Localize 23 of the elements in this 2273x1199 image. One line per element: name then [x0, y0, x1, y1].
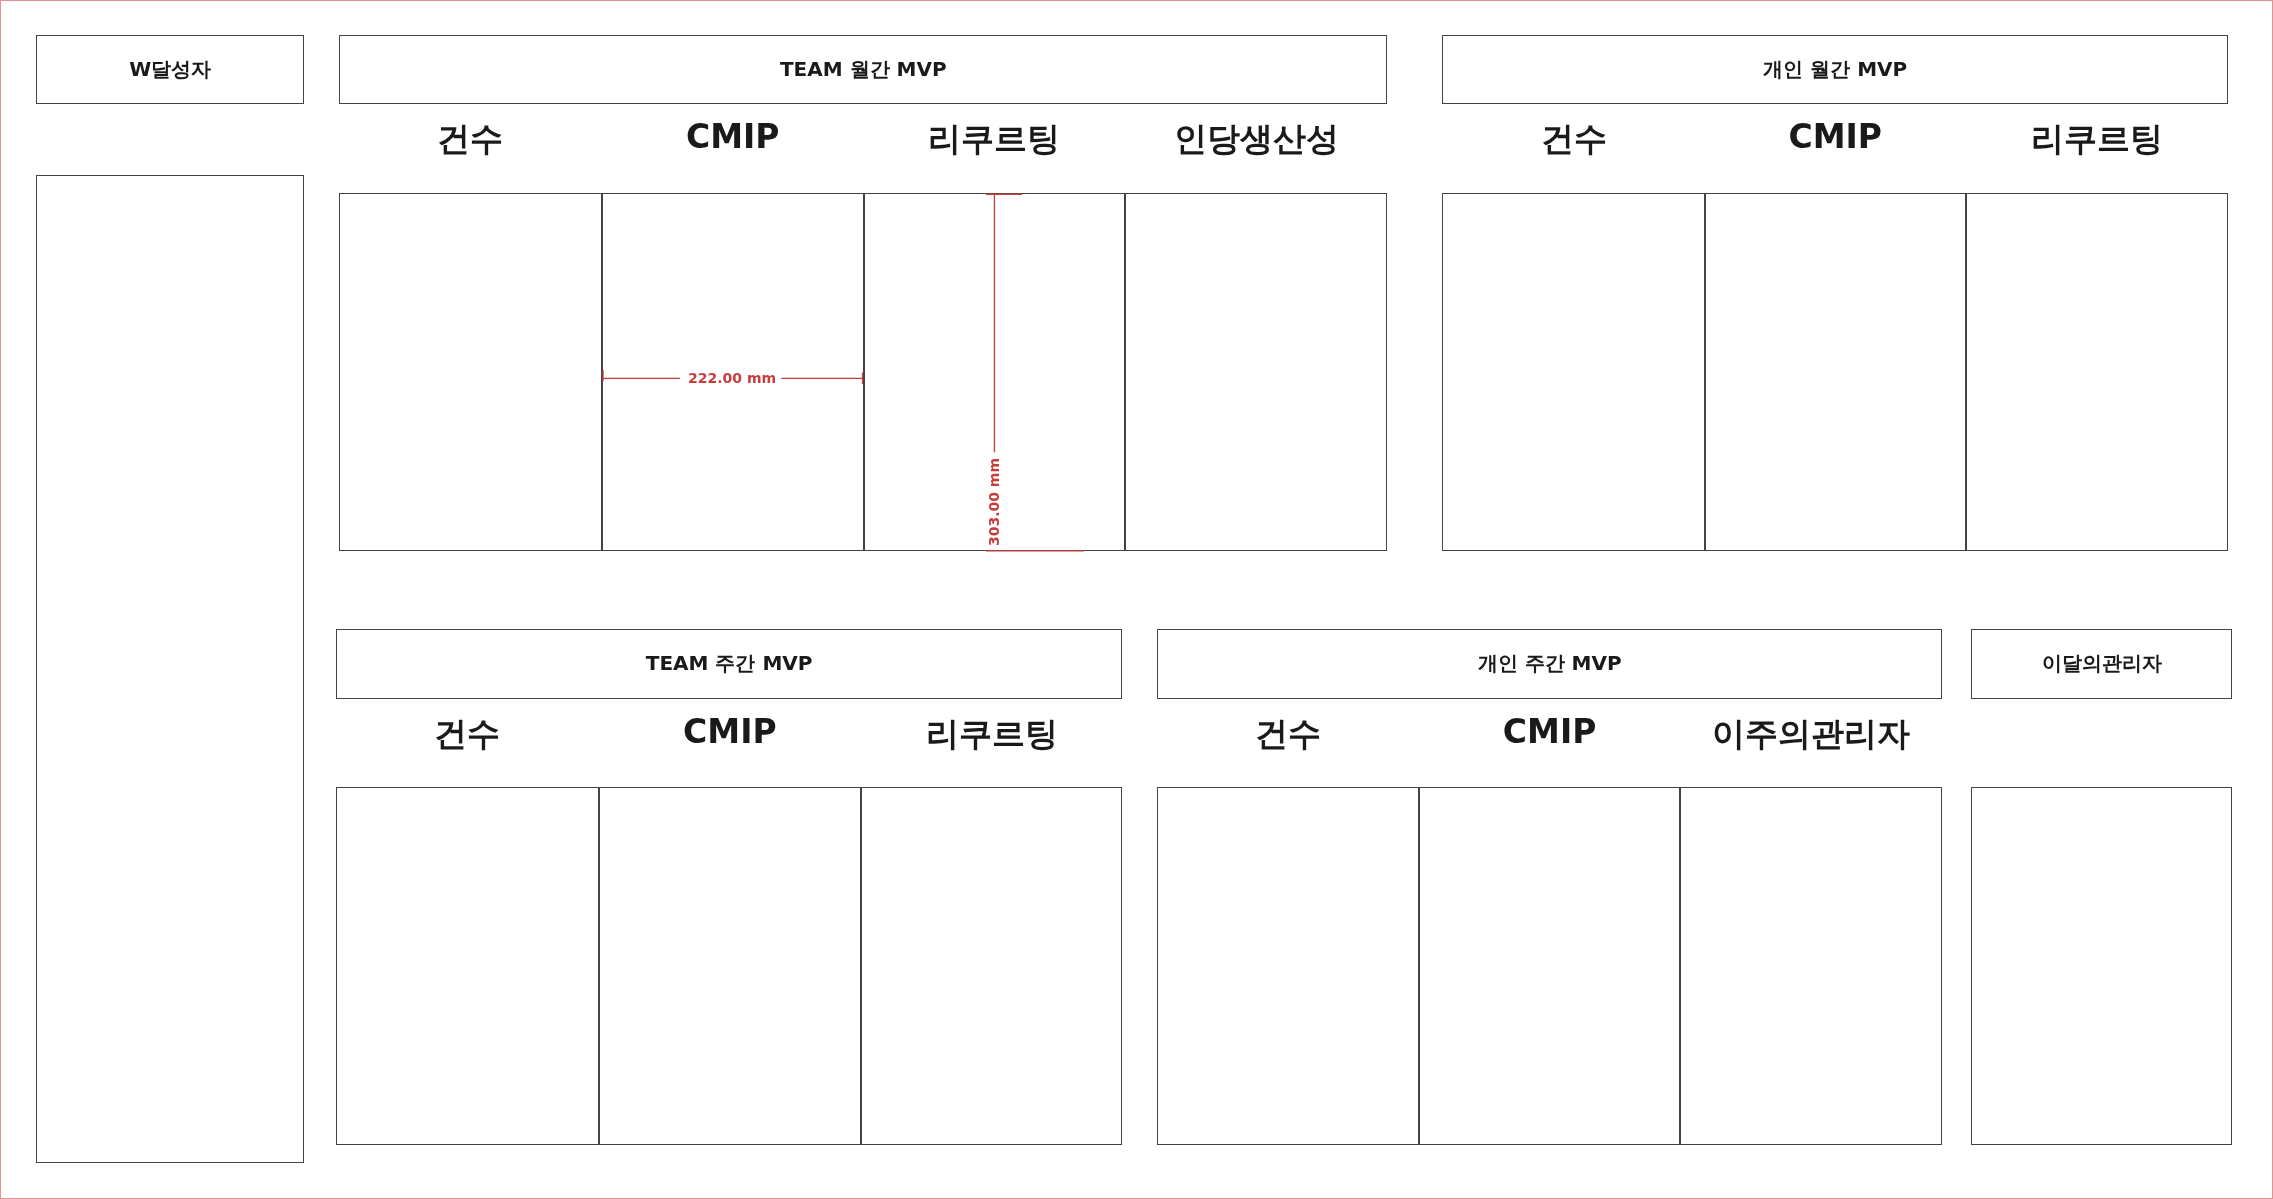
column-heading: CMIP — [685, 117, 781, 157]
title-box: 개인 월간 MVP — [1442, 34, 2229, 105]
column-heading: CMIP — [1787, 117, 1883, 157]
column-heading: 인당생산성 — [1172, 118, 1340, 161]
title-box: 이달의관리자 — [1971, 629, 2233, 699]
dimension-label: 222.00 mm — [688, 370, 777, 387]
column-heading: 건수 — [1539, 118, 1608, 161]
panel-box — [36, 175, 305, 1163]
title-box: TEAM 주간 MVP — [336, 629, 1122, 699]
dimension-label: 303.00 mm — [986, 457, 1003, 546]
column-heading: CMIP — [1501, 711, 1598, 751]
column-heading: CMIP — [682, 711, 778, 751]
title-box: W달성자 — [36, 34, 305, 105]
column-heading: 리쿠르팅 — [927, 118, 1062, 161]
panel-box — [1971, 787, 2233, 1146]
title-box: 개인 주간 MVP — [1156, 629, 1943, 699]
column-heading: 건수 — [433, 712, 502, 755]
column-heading: 건수 — [436, 118, 505, 161]
column-heading: 리쿠르팅 — [2029, 118, 2164, 161]
title-box: TEAM 월간 MVP — [339, 34, 1388, 105]
column-heading: 이주의관리자 — [1711, 712, 1912, 755]
column-heading: 건수 — [1253, 712, 1322, 755]
column-heading: 리쿠르팅 — [924, 712, 1059, 755]
